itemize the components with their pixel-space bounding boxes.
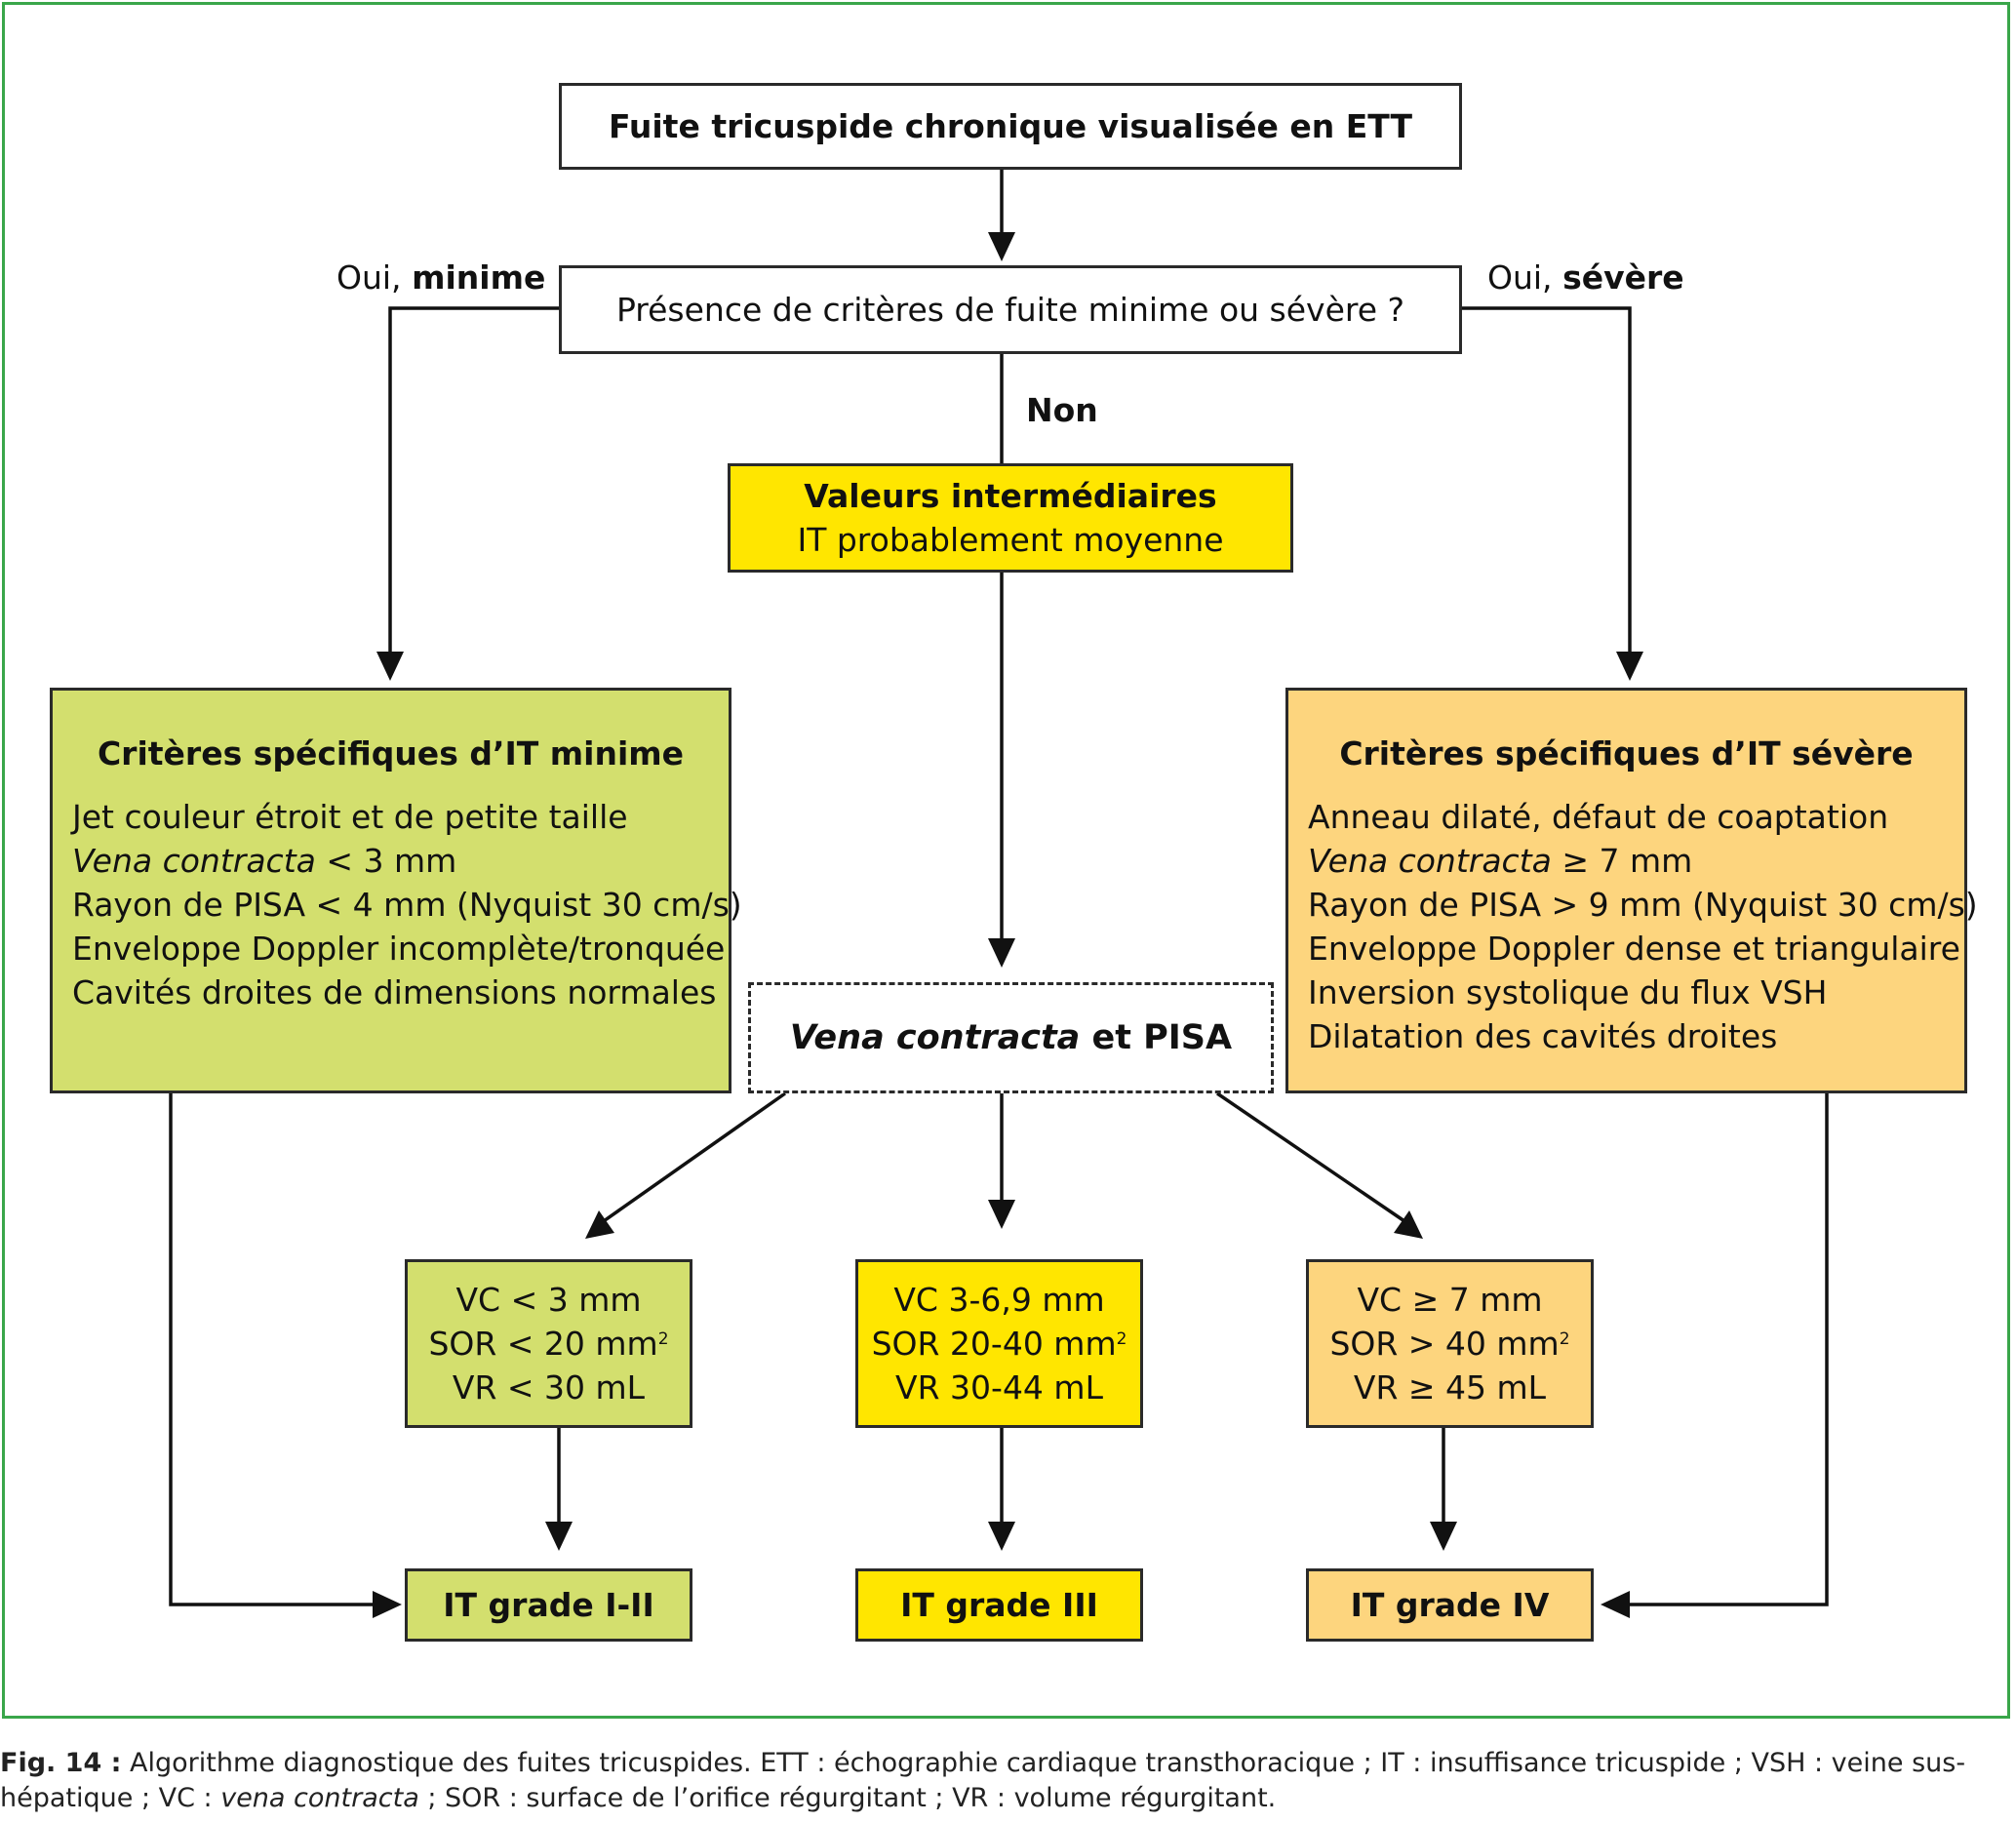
question-text: Présence de critères de fuite minime ou … bbox=[615, 291, 1405, 329]
branch-severe-prefix: Oui, bbox=[1487, 258, 1553, 297]
intermediate-title: Valeurs intermédiaires bbox=[804, 477, 1217, 515]
figure-frame bbox=[2, 2, 2010, 1719]
grade-low-label: IT grade I-II bbox=[443, 1586, 654, 1624]
severe-vc-value: ≥ 7 mm bbox=[1551, 842, 1693, 880]
minor-criteria-item: Vena contracta < 3 mm bbox=[53, 839, 456, 883]
caption-label: Fig. 14 : bbox=[0, 1748, 122, 1778]
minor-criteria-item: Jet couleur étroit et de petite taille bbox=[72, 798, 628, 836]
caption-text-1: Algorithme diagnostique des fuites tricu… bbox=[0, 1748, 1966, 1813]
minor-vc-value: < 3 mm bbox=[315, 842, 457, 880]
grade-mid-box: IT grade III bbox=[855, 1568, 1143, 1642]
minor-criteria-box: Critères spécifiques d’IT minime Jet cou… bbox=[50, 688, 742, 1093]
start-text: Fuite tricuspide chronique visualisée en… bbox=[608, 107, 1413, 145]
severe-criteria-item: Dilatation des cavités droites bbox=[1308, 1017, 1778, 1055]
minor-vc-term: Vena contracta bbox=[72, 842, 316, 880]
minor-criteria-item: Rayon de PISA < 4 mm (Nyquist 30 cm/s) bbox=[72, 886, 742, 924]
severe-criteria-item: Anneau dilaté, défaut de coaptation bbox=[1308, 798, 1889, 836]
threshold-low-sor-text: SOR < 20 mm bbox=[428, 1325, 658, 1363]
branch-label-severe: Oui, sévère bbox=[1487, 258, 1684, 297]
severe-criteria-item: Vena contracta ≥ 7 mm bbox=[1288, 839, 1692, 883]
severe-vc-term: Vena contracta bbox=[1308, 842, 1552, 880]
arrowhead-minor-grade bbox=[373, 1591, 402, 1618]
severe-criteria-box: Critères spécifiques d’IT sévère Anneau … bbox=[1285, 688, 1978, 1093]
threshold-high-box: VC ≥ 7 mm SOR > 40 mm2 VR ≥ 45 mL bbox=[1306, 1259, 1594, 1428]
branch-severe-emph: sévère bbox=[1562, 258, 1684, 297]
threshold-high-sor-sup: 2 bbox=[1559, 1329, 1570, 1349]
severe-criteria-item: Inversion systolique du flux VSH bbox=[1308, 973, 1828, 1011]
vc-pisa-box: Vena contracta et PISA bbox=[748, 982, 1274, 1093]
threshold-high-vc: VC ≥ 7 mm bbox=[1357, 1281, 1543, 1319]
threshold-low-vr: VR < 30 mL bbox=[452, 1368, 646, 1407]
arrowhead-minor bbox=[376, 652, 404, 681]
arrow-vcpisa-to-high bbox=[1216, 1091, 1408, 1225]
threshold-mid-sor: SOR 20-40 mm2 bbox=[872, 1322, 1127, 1366]
arrowhead-mid-grade bbox=[988, 1522, 1015, 1551]
arrowhead-low-grade bbox=[545, 1522, 573, 1551]
threshold-low-sor-sup: 2 bbox=[657, 1329, 669, 1349]
arrowhead-intermediate-vcpisa bbox=[988, 938, 1015, 968]
caption-emph: vena contracta bbox=[220, 1783, 419, 1813]
threshold-low-sor: SOR < 20 mm2 bbox=[428, 1322, 668, 1366]
intermediate-box: Valeurs intermédiaires IT probablement m… bbox=[728, 463, 1293, 573]
arrow-question-to-severe bbox=[1460, 306, 1632, 655]
arrowhead-vcpisa-high bbox=[1394, 1210, 1423, 1239]
grade-low-box: IT grade I-II bbox=[405, 1568, 692, 1642]
minor-criteria-title: Critères spécifiques d’IT minime bbox=[97, 734, 685, 773]
vc-pisa-term: Vena contracta bbox=[789, 1017, 1081, 1057]
question-box: Présence de critères de fuite minime ou … bbox=[559, 265, 1462, 354]
threshold-mid-vc: VC 3-6,9 mm bbox=[893, 1281, 1105, 1319]
arrow-severe-to-grade bbox=[1626, 1092, 1829, 1606]
threshold-mid-vr: VR 30-44 mL bbox=[895, 1368, 1103, 1407]
minor-criteria-item: Enveloppe Doppler incomplète/tronquée bbox=[72, 930, 726, 968]
threshold-mid-sor-text: SOR 20-40 mm bbox=[871, 1325, 1117, 1363]
threshold-mid-sor-sup: 2 bbox=[1116, 1329, 1127, 1349]
arrowhead-severe bbox=[1616, 652, 1643, 681]
intermediate-subtitle: IT probablement moyenne bbox=[797, 521, 1224, 559]
severe-criteria-item: Rayon de PISA > 9 mm (Nyquist 30 cm/s) bbox=[1308, 886, 1978, 924]
vc-pisa-suffix: et PISA bbox=[1080, 1017, 1233, 1057]
arrowhead-vcpisa-mid bbox=[988, 1200, 1015, 1229]
arrow-vcpisa-to-low bbox=[599, 1091, 787, 1225]
branch-label-non: Non bbox=[1026, 391, 1098, 429]
arrow-minor-to-grade bbox=[169, 1092, 376, 1606]
branch-label-minimal: Oui, minime bbox=[336, 258, 545, 297]
severe-criteria-item: Enveloppe Doppler dense et triangulaire bbox=[1308, 930, 1960, 968]
threshold-mid-box: VC 3-6,9 mm SOR 20-40 mm2 VR 30-44 mL bbox=[855, 1259, 1143, 1428]
vc-pisa-label: Vena contracta et PISA bbox=[790, 1016, 1232, 1060]
threshold-high-sor-text: SOR > 40 mm bbox=[1329, 1325, 1560, 1363]
arrowhead-high-grade bbox=[1430, 1522, 1457, 1551]
arrowhead-severe-grade bbox=[1601, 1591, 1630, 1618]
arrow-question-to-minor bbox=[388, 306, 559, 655]
minor-criteria-item: Cavités droites de dimensions normales bbox=[72, 973, 717, 1011]
threshold-high-vr: VR ≥ 45 mL bbox=[1353, 1368, 1547, 1407]
threshold-high-sor: SOR > 40 mm2 bbox=[1329, 1322, 1569, 1366]
threshold-low-box: VC < 3 mm SOR < 20 mm2 VR < 30 mL bbox=[405, 1259, 692, 1428]
branch-minimal-emph: minime bbox=[412, 258, 546, 297]
grade-high-label: IT grade IV bbox=[1350, 1586, 1550, 1624]
grade-mid-label: IT grade III bbox=[900, 1586, 1098, 1624]
arrowhead-start-question bbox=[988, 232, 1015, 261]
branch-minimal-prefix: Oui, bbox=[336, 258, 402, 297]
figure-caption: Fig. 14 : Algorithme diagnostique des fu… bbox=[0, 1746, 2016, 1816]
caption-text-2: ; SOR : surface de l’orifice régurgitant… bbox=[418, 1783, 1277, 1813]
grade-high-box: IT grade IV bbox=[1306, 1568, 1594, 1642]
start-box: Fuite tricuspide chronique visualisée en… bbox=[559, 83, 1462, 170]
threshold-low-vc: VC < 3 mm bbox=[455, 1281, 642, 1319]
severe-criteria-title: Critères spécifiques d’IT sévère bbox=[1339, 734, 1914, 773]
arrowhead-vcpisa-low bbox=[585, 1210, 614, 1239]
